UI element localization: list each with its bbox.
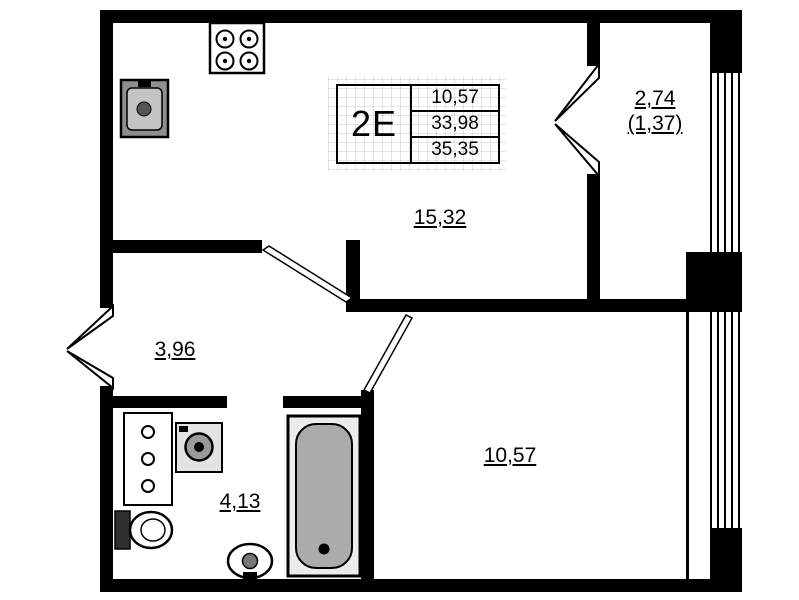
wall-segment [113, 396, 227, 408]
living-room-area-label: 15,32 [413, 206, 467, 229]
spec-row-value: 10,57 [412, 86, 498, 112]
balcony-door-icon [554, 61, 600, 179]
wall-segment [100, 240, 262, 253]
entrance-door-icon [66, 303, 114, 391]
wall-segment [346, 299, 690, 312]
wall-segment [100, 386, 113, 592]
wall-segment [686, 312, 689, 579]
door-hall-bedroom-icon [362, 314, 414, 394]
unit-spec-table: 2E 10,57 33,98 35,35 [336, 84, 500, 164]
wall-segment [587, 174, 600, 312]
kitchen-sink-icon [119, 78, 170, 139]
wall-segment [100, 579, 742, 592]
spec-row-value: 33,98 [412, 112, 498, 138]
hall-area-label: 3,96 [154, 338, 196, 361]
door-living-hall-icon [261, 245, 354, 303]
grid-watermark [328, 76, 506, 170]
balcony-reduced-area-label: (1,37) [627, 112, 683, 135]
washing-machine-icon [175, 422, 223, 473]
spec-rows: 10,57 33,98 35,35 [412, 86, 498, 162]
wall-segment [686, 252, 742, 312]
window-glazing-lower [710, 312, 740, 528]
bathtub-icon [286, 414, 362, 578]
walls [100, 10, 742, 592]
bedroom-area-label: 10,57 [483, 444, 537, 467]
wall-segment [346, 240, 360, 312]
wall-segment [710, 528, 742, 579]
wall-segment [710, 23, 742, 73]
wall-segment [100, 10, 742, 23]
spec-row-value: 35,35 [431, 139, 479, 160]
washbasin-icon [226, 542, 274, 580]
wall-segment [100, 10, 113, 308]
unit-type-label: 2E [338, 86, 412, 162]
wall-segment [361, 390, 374, 579]
bathroom-area-label: 4,13 [219, 490, 261, 513]
stove-icon [208, 21, 266, 75]
wall-segment [587, 23, 600, 66]
wall-segment [283, 396, 374, 408]
toilet-icon [114, 510, 174, 550]
balcony-area-label: 2,74 [634, 87, 676, 110]
window-glazing-upper [710, 73, 740, 252]
towel-rail-icon [123, 412, 173, 506]
